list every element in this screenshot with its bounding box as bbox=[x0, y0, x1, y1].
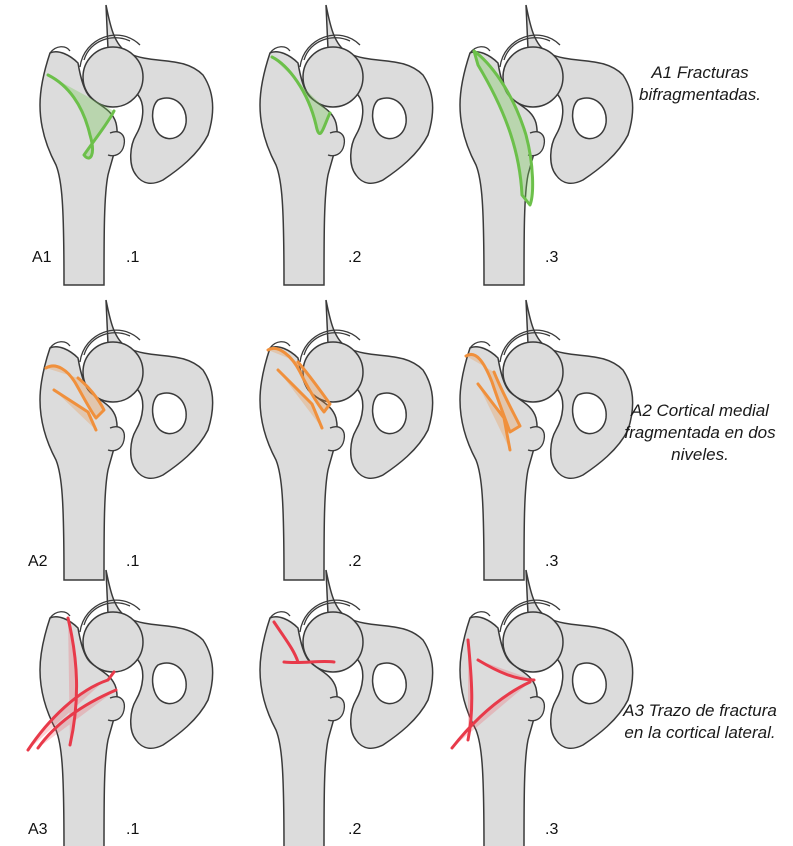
femur-pelvis-drawing bbox=[260, 5, 433, 285]
femur-pelvis-drawing bbox=[40, 5, 213, 285]
subtype-label-a2-1: .1 bbox=[126, 553, 139, 570]
hip-panel-a3-1 bbox=[28, 570, 213, 846]
subtype-label-a2-2: .2 bbox=[348, 553, 361, 570]
subtype-label-a3-1: .1 bbox=[126, 821, 139, 838]
subtype-label-a1-2: .2 bbox=[348, 249, 361, 266]
hip-panel-a2-3 bbox=[460, 300, 633, 580]
femur-pelvis-drawing bbox=[40, 300, 213, 580]
subtype-label-a3-3: .3 bbox=[545, 821, 558, 838]
subtype-label-a1-1: .1 bbox=[126, 249, 139, 266]
row-code-a3: A3 bbox=[28, 821, 48, 838]
hip-panel-a1-1 bbox=[40, 5, 213, 285]
subtype-label-a2-3: .3 bbox=[545, 553, 558, 570]
hip-panel-a3-3 bbox=[452, 570, 633, 846]
description-a3: A3 Trazo de fractura en la cortical late… bbox=[615, 700, 785, 744]
femur-pelvis-drawing bbox=[460, 300, 633, 580]
subtype-label-a1-3: .3 bbox=[545, 249, 558, 266]
hip-panel-a3-2 bbox=[260, 570, 433, 846]
femur-pelvis-drawing bbox=[460, 5, 633, 285]
femur-pelvis-drawing bbox=[260, 570, 433, 846]
hip-panel-a2-2 bbox=[260, 300, 433, 580]
hip-panel-a2-1 bbox=[40, 300, 213, 580]
description-a1: A1 Fracturas bifragmentadas. bbox=[615, 62, 785, 106]
row-code-a1: A1 bbox=[32, 249, 52, 266]
subtype-label-a3-2: .2 bbox=[348, 821, 361, 838]
femur-pelvis-drawing bbox=[260, 300, 433, 580]
femur-pelvis-drawing bbox=[460, 570, 633, 846]
hip-panel-a1-3 bbox=[460, 5, 633, 285]
row-code-a2: A2 bbox=[28, 553, 48, 570]
hip-panel-a1-2 bbox=[260, 5, 433, 285]
description-a2: A2 Cortical medial fragmentada en dos ni… bbox=[615, 400, 785, 466]
